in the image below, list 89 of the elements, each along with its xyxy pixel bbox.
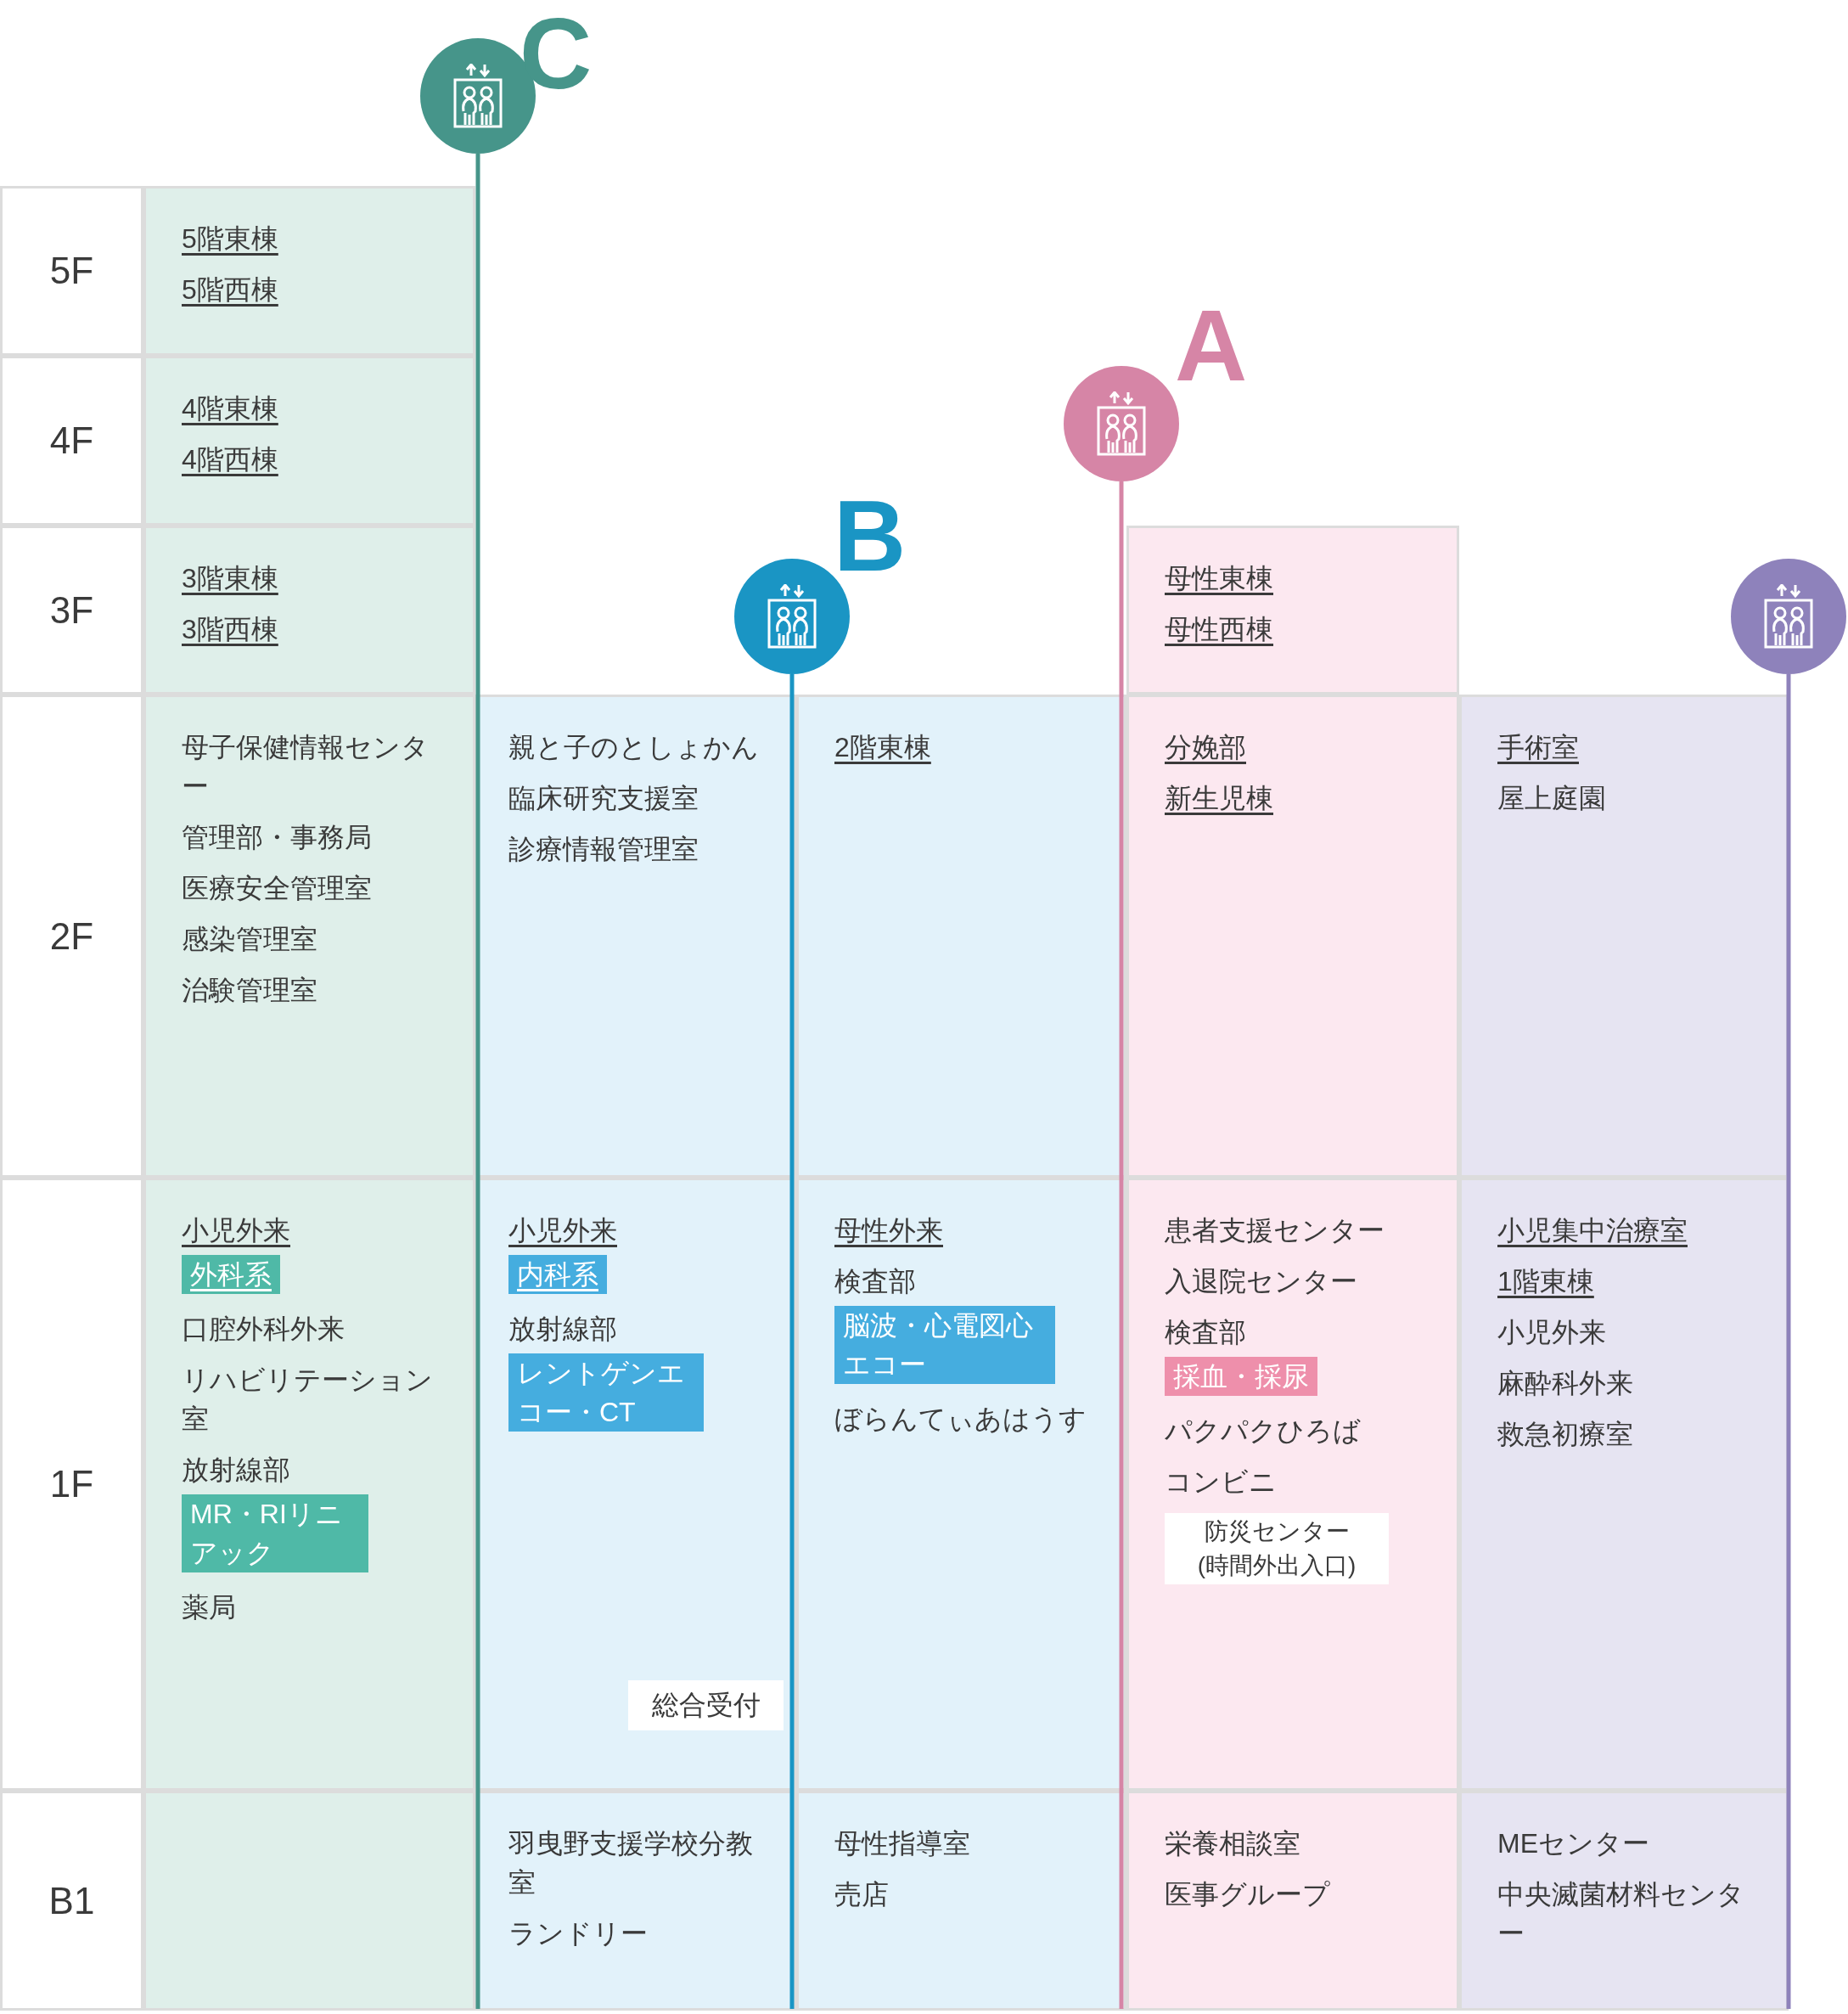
room-link: 2階東棟: [834, 731, 931, 764]
room-name: 口腔外科外来: [182, 1313, 345, 1346]
floor-label: 2F: [0, 695, 143, 1178]
room-name: 母性指導室: [834, 1827, 970, 1860]
room-link: 母性東棟: [1165, 562, 1273, 595]
elevator-letter: B: [834, 486, 907, 586]
floor-label: B1: [0, 1791, 143, 2011]
category-tag: レントゲンエコー・CT: [508, 1353, 704, 1432]
floor-area-panel: [1459, 1178, 1789, 1791]
room-link: 小児外来: [508, 1214, 617, 1247]
floor-area-panel: [475, 1178, 796, 1791]
floor-area-panel: [143, 356, 475, 526]
room-name: 検査部: [834, 1265, 916, 1298]
category-link-tag: 外科系: [182, 1255, 280, 1294]
floor-area-panel: [1126, 526, 1459, 695]
room-name: 栄養相談室: [1165, 1827, 1300, 1860]
room-name: コンビニ: [1165, 1465, 1277, 1499]
category-tag: 脳波・心電図心エコー: [834, 1306, 1055, 1384]
reception-label: 総合受付: [628, 1680, 784, 1730]
room-name: 入退院センター: [1165, 1265, 1357, 1298]
floor-area-panel: [1126, 1178, 1459, 1791]
room-name: ぼらんてぃあはうす: [834, 1403, 1087, 1436]
room-name: リハビリテーション室: [182, 1364, 434, 1436]
room-name: 小児外来: [1497, 1316, 1606, 1349]
room-link: 4階西棟: [182, 443, 278, 476]
room-name: ランドリー: [508, 1917, 648, 1950]
floor-label: 1F: [0, 1178, 143, 1791]
elevator-shaft-line: [475, 154, 480, 2009]
room-name: パクパクひろば: [1165, 1415, 1361, 1448]
floor-area-panel: [143, 1791, 475, 2011]
floor-area-panel: [1126, 695, 1459, 1178]
room-link: 小児外来: [182, 1214, 290, 1247]
room-name: 医療安全管理室: [182, 872, 372, 905]
room-link: 分娩部: [1165, 731, 1246, 764]
room-name: 患者支援センター: [1165, 1214, 1385, 1247]
room-link: 5階東棟: [182, 222, 278, 256]
room-name: 親と子のとしょかん: [508, 731, 759, 764]
room-name: 放射線部: [182, 1454, 290, 1487]
room-name: MEセンター: [1497, 1827, 1649, 1860]
room-link: 1階東棟: [1497, 1265, 1594, 1298]
room-name: 薬局: [182, 1591, 236, 1624]
room-name: 診療情報管理室: [508, 833, 699, 866]
room-name: 救急初療室: [1497, 1418, 1633, 1451]
category-tag: 採血・採尿: [1165, 1357, 1317, 1396]
floor-area-panel: [796, 1178, 1126, 1791]
room-name: 医事グループ: [1165, 1878, 1330, 1911]
floor-label: 5F: [0, 186, 143, 356]
room-link: 5階西棟: [182, 273, 278, 307]
room-name: 治験管理室: [182, 974, 317, 1007]
room-name: 母子保健情報センター: [182, 731, 430, 803]
room-name: 麻酔科外来: [1497, 1367, 1633, 1400]
room-link: 新生児棟: [1165, 782, 1273, 815]
room-link: 3階東棟: [182, 562, 278, 595]
floor-area-panel: [796, 1791, 1126, 2011]
room-name: 感染管理室: [182, 923, 317, 956]
floor-area-panel: [143, 695, 475, 1178]
room-link: 母性外来: [834, 1214, 943, 1247]
category-link-tag: 内科系: [508, 1255, 607, 1294]
room-name: 売店: [834, 1878, 889, 1911]
floor-label: 3F: [0, 526, 143, 695]
elevator-letter: C: [520, 3, 593, 104]
floor-area-panel: [1459, 695, 1789, 1178]
room-name: 中央滅菌材料センター: [1497, 1878, 1745, 1950]
floor-area-panel: [1126, 1791, 1459, 2011]
room-link: 母性西棟: [1165, 613, 1273, 646]
floor-area-panel: [1459, 1791, 1789, 2011]
floor-area-panel: [475, 695, 796, 1178]
room-name: 羽曳野支援学校分教室: [508, 1827, 754, 1899]
room-name: 屋上庭園: [1497, 782, 1606, 815]
floor-area-panel: [143, 1178, 475, 1791]
room-link: 3階西棟: [182, 613, 278, 646]
notice-label: 防災センター(時間外出入口): [1165, 1513, 1389, 1584]
room-name: 検査部: [1165, 1316, 1246, 1349]
elevator-shaft-line: [789, 674, 795, 2009]
elevator-shaft-line: [1786, 674, 1791, 2009]
room-name: 臨床研究支援室: [508, 782, 699, 815]
room-link: 4階東棟: [182, 392, 278, 425]
room-name: 放射線部: [508, 1313, 617, 1346]
floor-label: 4F: [0, 356, 143, 526]
room-link: 小児集中治療室: [1497, 1214, 1688, 1247]
floor-area-panel: [475, 1791, 796, 2011]
floor-area-panel: [143, 186, 475, 356]
room-link: 手術室: [1497, 731, 1579, 764]
elevator-letter: A: [1175, 295, 1248, 396]
room-name: 管理部・事務局: [182, 821, 372, 854]
floor-area-panel: [143, 526, 475, 695]
elevator-shaft-line: [1119, 481, 1124, 2009]
category-tag: MR・RIリニアック: [182, 1494, 368, 1572]
floor-area-panel: [796, 695, 1126, 1178]
